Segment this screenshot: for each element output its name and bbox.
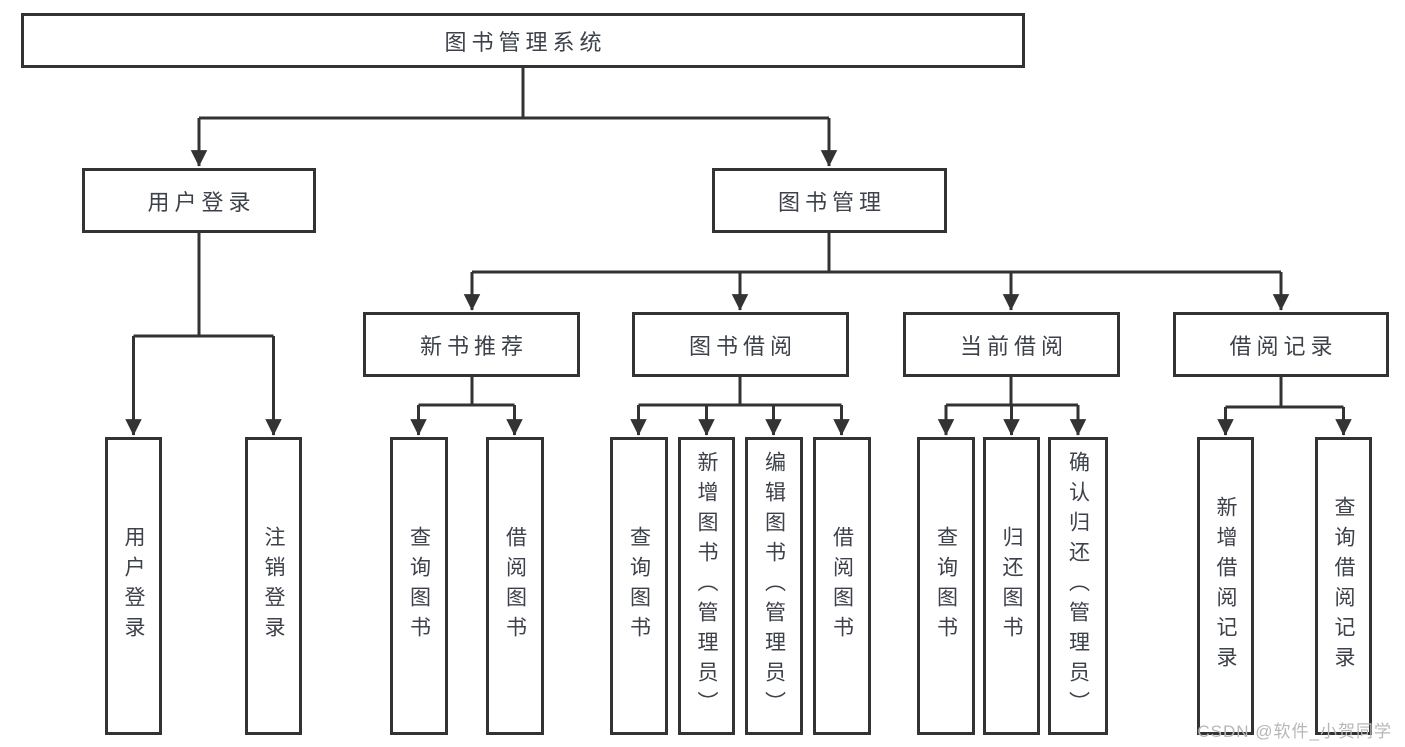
node-borrow-books-recommend-label: 借阅图书 bbox=[503, 526, 527, 646]
csdn-watermark: CSDN @软件_小贺同学 bbox=[1197, 722, 1392, 741]
node-new-book-recommendation: 新书推荐 bbox=[363, 312, 580, 377]
connector-borrowing-records-children bbox=[1217, 377, 1352, 436]
node-root-label: 图书管理系统 bbox=[444, 29, 607, 55]
node-borrow-books-recommend: 借阅图书 bbox=[486, 437, 544, 735]
node-return-book-label: 归还图书 bbox=[1000, 526, 1023, 646]
node-book-management: 图书管理 bbox=[712, 168, 947, 233]
node-query-books-borrowing-label: 查询图书 bbox=[627, 526, 651, 646]
node-book-management-label: 图书管理 bbox=[777, 189, 886, 215]
node-user-login-group-label: 用户登录 bbox=[147, 189, 256, 215]
node-current-borrowing: 当前借阅 bbox=[903, 312, 1120, 377]
node-edit-book-admin-label: 编辑图书（管理员） bbox=[762, 451, 786, 721]
node-user-login: 用户登录 bbox=[105, 437, 162, 735]
node-confirm-return-admin-label: 确认归还（管理员） bbox=[1066, 451, 1090, 721]
node-query-books-current-label: 查询图书 bbox=[934, 526, 958, 646]
node-book-borrowing: 图书借阅 bbox=[632, 312, 849, 377]
connector-user-login-children bbox=[125, 233, 282, 436]
node-query-borrow-record-label: 查询借阅记录 bbox=[1332, 496, 1355, 676]
node-return-book: 归还图书 bbox=[983, 437, 1040, 735]
connector-current-borrowing-children bbox=[937, 377, 1087, 436]
node-logout: 注销登录 bbox=[245, 437, 302, 735]
connector-root-to-level2 bbox=[190, 68, 838, 167]
node-borrowing-records: 借阅记录 bbox=[1173, 312, 1389, 377]
connector-book-management-children bbox=[463, 233, 1290, 311]
node-borrow-books-borrowing-label: 借阅图书 bbox=[830, 526, 854, 646]
node-logout-label: 注销登录 bbox=[262, 526, 285, 646]
node-root: 图书管理系统 bbox=[21, 13, 1025, 68]
connector-book-borrowing-children bbox=[630, 377, 850, 436]
node-new-book-recommendation-label: 新书推荐 bbox=[419, 333, 528, 359]
connector-new-book-children bbox=[410, 377, 523, 436]
node-book-borrowing-label: 图书借阅 bbox=[688, 333, 797, 359]
node-user-login-label: 用户登录 bbox=[122, 526, 145, 646]
node-user-login-group: 用户登录 bbox=[82, 168, 316, 233]
node-borrow-books-borrowing: 借阅图书 bbox=[813, 437, 871, 735]
node-add-book-admin-label: 新增图书（管理员） bbox=[695, 451, 718, 721]
node-borrowing-records-label: 借阅记录 bbox=[1229, 333, 1338, 359]
node-add-borrow-record-label: 新增借阅记录 bbox=[1214, 496, 1237, 676]
node-edit-book-admin: 编辑图书（管理员） bbox=[745, 437, 803, 735]
node-query-books-recommend: 查询图书 bbox=[390, 437, 448, 735]
node-add-borrow-record: 新增借阅记录 bbox=[1197, 437, 1254, 735]
node-query-borrow-record: 查询借阅记录 bbox=[1315, 437, 1372, 735]
node-query-books-recommend-label: 查询图书 bbox=[407, 526, 431, 646]
node-current-borrowing-label: 当前借阅 bbox=[959, 333, 1068, 359]
node-query-books-borrowing: 查询图书 bbox=[610, 437, 668, 735]
node-confirm-return-admin: 确认归还（管理员） bbox=[1048, 437, 1108, 735]
node-add-book-admin: 新增图书（管理员） bbox=[678, 437, 735, 735]
node-query-books-current: 查询图书 bbox=[917, 437, 975, 735]
